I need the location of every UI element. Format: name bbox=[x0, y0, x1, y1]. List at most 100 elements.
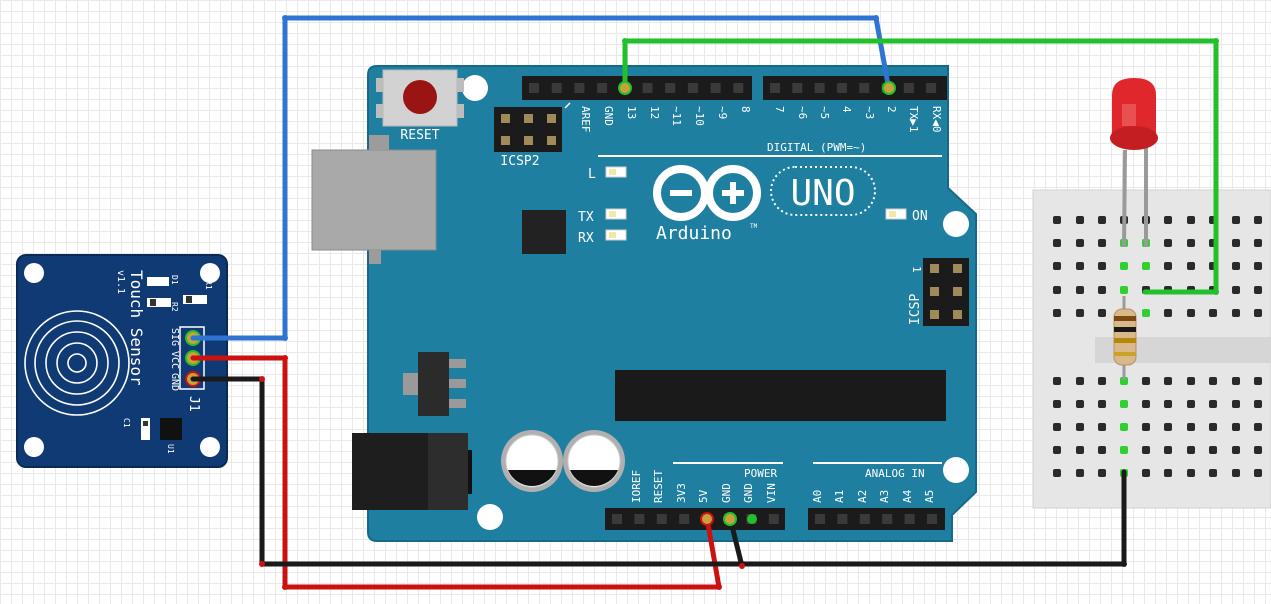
breadboard-hole[interactable] bbox=[1053, 469, 1061, 477]
breadboard-hole[interactable] bbox=[1053, 400, 1061, 408]
breadboard-hole[interactable] bbox=[1053, 423, 1061, 431]
breadboard-hole[interactable] bbox=[1120, 400, 1128, 408]
header-socket[interactable] bbox=[903, 83, 914, 93]
header-socket[interactable] bbox=[656, 514, 667, 524]
header-socket[interactable] bbox=[792, 83, 803, 93]
breadboard-hole[interactable] bbox=[1187, 309, 1195, 317]
header-socket[interactable] bbox=[904, 514, 915, 524]
breadboard-hole[interactable] bbox=[1076, 262, 1084, 270]
breadboard-hole[interactable] bbox=[1076, 423, 1084, 431]
header-socket[interactable] bbox=[859, 83, 870, 93]
breadboard-hole[interactable] bbox=[1076, 309, 1084, 317]
breadboard-hole[interactable] bbox=[1254, 469, 1262, 477]
breadboard-hole[interactable] bbox=[1254, 309, 1262, 317]
breadboard-hole[interactable] bbox=[1232, 309, 1240, 317]
breadboard-hole[interactable] bbox=[1187, 239, 1195, 247]
breadboard-hole[interactable] bbox=[1120, 423, 1128, 431]
header-socket[interactable] bbox=[687, 83, 698, 93]
header-socket[interactable] bbox=[859, 514, 870, 524]
breadboard-hole[interactable] bbox=[1076, 400, 1084, 408]
breadboard-hole[interactable] bbox=[1098, 216, 1106, 224]
breadboard-hole[interactable] bbox=[1098, 377, 1106, 385]
breadboard-hole[interactable] bbox=[1098, 239, 1106, 247]
breadboard-hole[interactable] bbox=[1098, 423, 1106, 431]
breadboard-hole[interactable] bbox=[1232, 216, 1240, 224]
breadboard-hole[interactable] bbox=[1254, 286, 1262, 294]
breadboard-hole[interactable] bbox=[1076, 286, 1084, 294]
breadboard-hole[interactable] bbox=[1142, 309, 1150, 317]
header-socket[interactable] bbox=[679, 514, 690, 524]
header-socket[interactable] bbox=[768, 514, 779, 524]
breadboard-hole[interactable] bbox=[1187, 216, 1195, 224]
breadboard-hole[interactable] bbox=[1232, 286, 1240, 294]
breadboard-hole[interactable] bbox=[1232, 446, 1240, 454]
breadboard-hole[interactable] bbox=[1164, 423, 1172, 431]
header-socket[interactable] bbox=[634, 514, 645, 524]
breadboard-hole[interactable] bbox=[1232, 377, 1240, 385]
breadboard-hole[interactable] bbox=[1120, 446, 1128, 454]
header-socket[interactable] bbox=[815, 514, 825, 524]
breadboard-hole[interactable] bbox=[1209, 469, 1217, 477]
breadboard-hole[interactable] bbox=[1187, 446, 1195, 454]
breadboard-hole[interactable] bbox=[1209, 446, 1217, 454]
header-socket[interactable] bbox=[814, 83, 825, 93]
breadboard-hole[interactable] bbox=[1142, 400, 1150, 408]
header-socket[interactable] bbox=[837, 514, 848, 524]
breadboard-hole[interactable] bbox=[1232, 469, 1240, 477]
breadboard-hole[interactable] bbox=[1209, 400, 1217, 408]
breadboard-hole[interactable] bbox=[1164, 239, 1172, 247]
breadboard-hole[interactable] bbox=[1076, 377, 1084, 385]
breadboard-hole[interactable] bbox=[1053, 216, 1061, 224]
breadboard-hole[interactable] bbox=[1120, 286, 1128, 294]
breadboard-hole[interactable] bbox=[1209, 377, 1217, 385]
breadboard-hole[interactable] bbox=[1142, 262, 1150, 270]
breadboard-hole[interactable] bbox=[1076, 446, 1084, 454]
breadboard-hole[interactable] bbox=[1053, 446, 1061, 454]
breadboard-hole[interactable] bbox=[1142, 446, 1150, 454]
breadboard-hole[interactable] bbox=[1232, 239, 1240, 247]
header-socket[interactable] bbox=[836, 83, 847, 93]
breadboard-hole[interactable] bbox=[1098, 309, 1106, 317]
breadboard-hole[interactable] bbox=[1164, 377, 1172, 385]
breadboard-hole[interactable] bbox=[1187, 423, 1195, 431]
breadboard-hole[interactable] bbox=[1164, 309, 1172, 317]
header-socket[interactable] bbox=[882, 514, 893, 524]
breadboard-hole[interactable] bbox=[1142, 469, 1150, 477]
breadboard-hole[interactable] bbox=[1254, 262, 1262, 270]
header-socket[interactable] bbox=[551, 83, 562, 93]
header-socket[interactable] bbox=[612, 514, 622, 524]
breadboard-hole[interactable] bbox=[1164, 469, 1172, 477]
header-socket[interactable] bbox=[710, 83, 721, 93]
breadboard-hole[interactable] bbox=[1187, 377, 1195, 385]
breadboard-hole[interactable] bbox=[1053, 309, 1061, 317]
breadboard-hole[interactable] bbox=[1120, 377, 1128, 385]
header-socket[interactable] bbox=[665, 83, 676, 93]
breadboard-hole[interactable] bbox=[1209, 423, 1217, 431]
header-socket[interactable] bbox=[927, 514, 937, 524]
breadboard-hole[interactable] bbox=[1187, 469, 1195, 477]
breadboard-hole[interactable] bbox=[1209, 309, 1217, 317]
breadboard-hole[interactable] bbox=[1053, 377, 1061, 385]
breadboard-hole[interactable] bbox=[1142, 377, 1150, 385]
breadboard-hole[interactable] bbox=[1232, 400, 1240, 408]
breadboard-hole[interactable] bbox=[1076, 216, 1084, 224]
breadboard-hole[interactable] bbox=[1098, 446, 1106, 454]
breadboard-hole[interactable] bbox=[1164, 400, 1172, 408]
breadboard-hole[interactable] bbox=[1187, 400, 1195, 408]
breadboard-hole[interactable] bbox=[1232, 423, 1240, 431]
header-socket[interactable] bbox=[574, 83, 585, 93]
breadboard-hole[interactable] bbox=[1164, 446, 1172, 454]
header-socket[interactable] bbox=[529, 83, 539, 93]
header-socket[interactable] bbox=[770, 83, 780, 93]
breadboard-hole[interactable] bbox=[1098, 400, 1106, 408]
breadboard-hole[interactable] bbox=[1254, 400, 1262, 408]
header-socket[interactable] bbox=[926, 83, 937, 93]
breadboard-hole[interactable] bbox=[1142, 423, 1150, 431]
breadboard-hole[interactable] bbox=[1232, 262, 1240, 270]
breadboard-hole[interactable] bbox=[1254, 216, 1262, 224]
breadboard-hole[interactable] bbox=[1053, 286, 1061, 294]
breadboard-hole[interactable] bbox=[1254, 446, 1262, 454]
breadboard-hole[interactable] bbox=[1164, 262, 1172, 270]
breadboard-hole[interactable] bbox=[1076, 469, 1084, 477]
breadboard-hole[interactable] bbox=[1053, 262, 1061, 270]
